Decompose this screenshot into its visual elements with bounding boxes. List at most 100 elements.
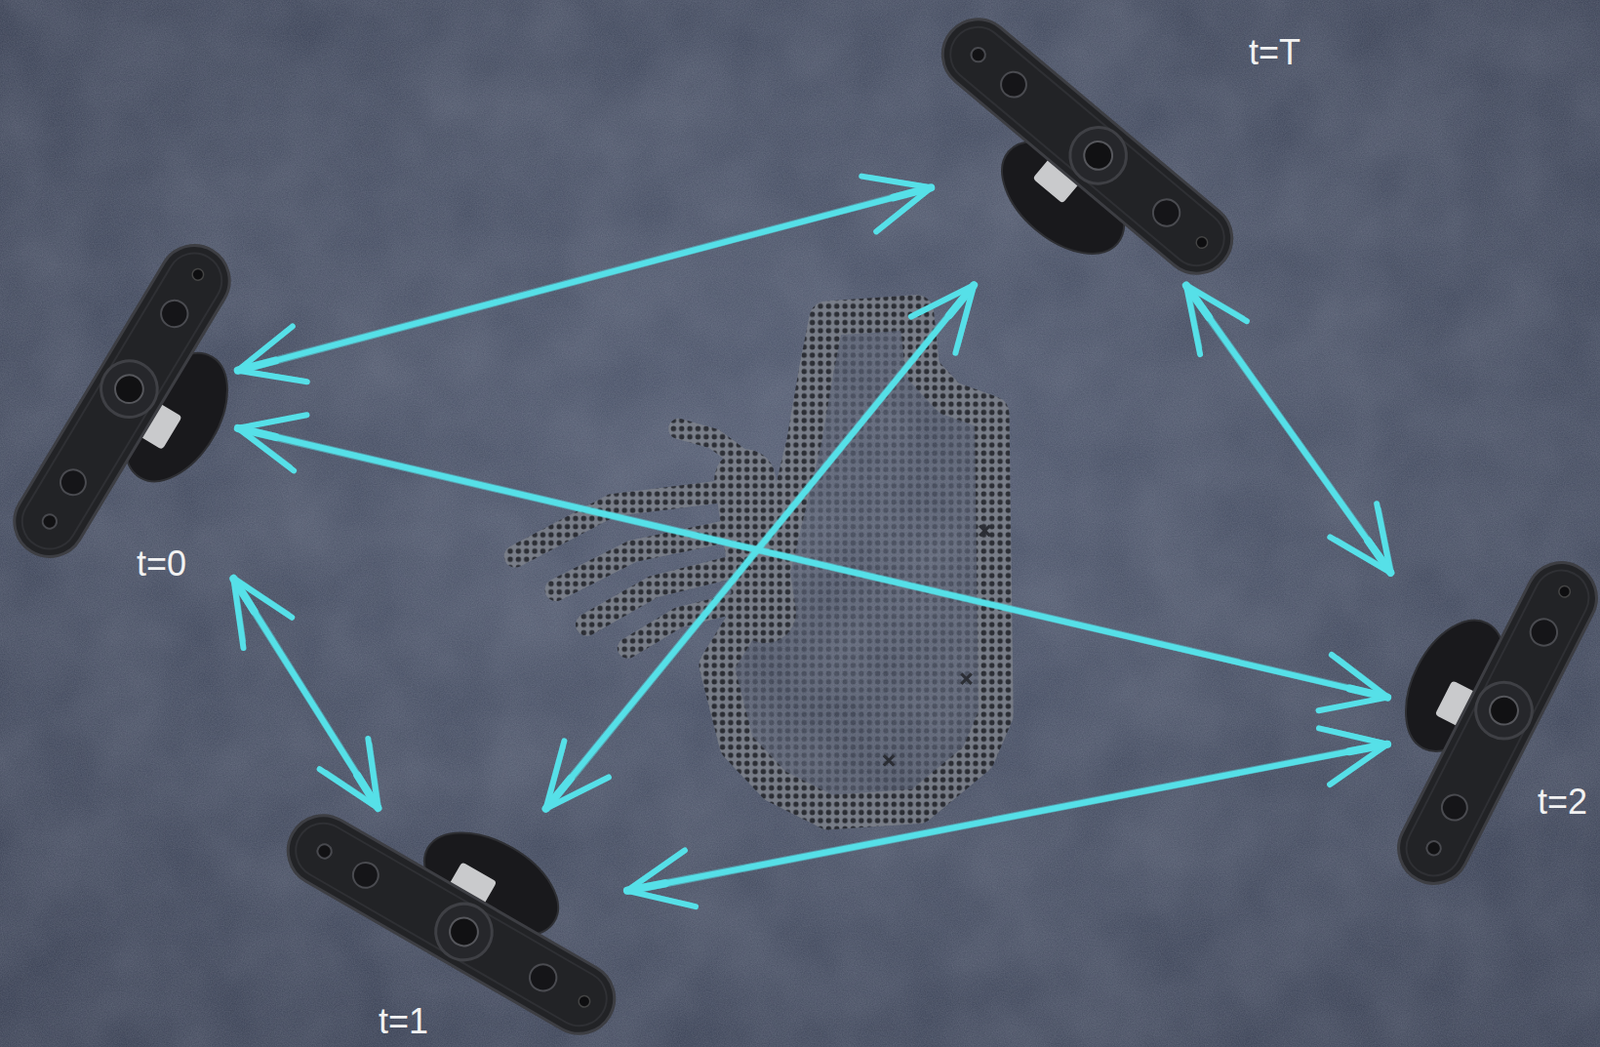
arrow-head-core [949,284,974,316]
arrow-head-sketch [240,369,304,381]
hand-silhouette [515,428,765,648]
camera-lens [524,959,561,996]
arrow-head [546,740,565,809]
camera-sensor [190,266,206,282]
arrow-shaft-sketch [1188,283,1394,571]
arrow-head [1376,503,1391,573]
arrow-head-sketch [918,283,976,314]
arrow-head-core [357,774,378,808]
arrow-head [1186,285,1247,322]
arrow-shaft-sketch [239,189,932,373]
camera-lens [444,912,483,951]
arrow-head-core [1367,540,1391,573]
camera-housing [275,802,628,1047]
arrow-head [238,370,308,383]
arrow-head [911,284,974,317]
arrow-head-sketch [1336,743,1390,781]
camera-lens [1484,691,1523,730]
camera-housing [1386,550,1600,895]
arrow-shaft [546,284,975,809]
camera-sensor [1194,234,1210,250]
camera-rim [285,813,617,1037]
camera-rim [939,15,1236,277]
arrow-head-sketch [629,889,692,905]
marker-crosses [740,525,990,766]
arrow-head-core [1186,285,1209,319]
arrow-head-sketch [548,778,606,808]
camera-lens [1525,614,1562,651]
arrow-head-core [1349,744,1388,753]
arrow-head [1331,654,1388,698]
arrow-head-sketch [629,852,682,890]
sketch-double-arrow [626,727,1390,907]
arrow-head [1319,697,1389,712]
camera-lens-ring [1466,672,1542,748]
arrow-shaft-sketch [231,579,377,809]
arrow-head [861,176,931,189]
sketch-double-arrow [237,414,1390,711]
arrow-head-core [1349,688,1388,698]
arrow-head-sketch [1379,508,1393,572]
arrow-head [238,414,308,429]
camera-lens [315,841,335,862]
arrow-shaft-sketch [237,184,931,367]
arrow-head [238,326,293,371]
arrow-head-sketch [240,427,291,467]
arrow-head [367,738,378,808]
arrow-head-sketch [240,328,290,369]
arrow-shaft [627,744,1388,891]
camera-lens [968,44,989,65]
camera-lens [55,465,91,501]
arrow-head [233,578,292,618]
arrow-head-sketch [1325,696,1390,710]
camera-body-group [888,4,1247,335]
camera-housing [928,4,1247,288]
cross [883,755,894,765]
camera-lens-ring [1058,116,1138,196]
camera-sensor [1557,584,1572,600]
sketch-double-arrow [237,176,933,383]
arrow-head-sketch [869,176,933,188]
arrow-head [238,428,294,472]
arrow-shaft [233,578,378,808]
arrow-head-core [238,428,277,438]
arrow-head-sketch [326,771,381,808]
arrow-head-core [546,778,571,809]
arrow-head-sketch [240,414,304,428]
arrow-shaft-sketch [627,746,1388,894]
arrow-head-sketch [235,577,244,641]
camera-lens [1437,790,1472,825]
arrow-shaft-sketch [237,431,1388,700]
arrow-head-sketch [548,745,565,808]
arrow-head [546,777,609,809]
arrow-shaft [238,428,1388,698]
camera-sensor [576,993,593,1009]
camera-lens [110,369,150,409]
camera-lens [1424,839,1443,858]
sketch-double-arrow [231,576,381,809]
arrow-head [1329,536,1391,573]
arrow-shaft [1186,285,1392,573]
camera-housing [0,232,242,570]
arrow-head [1319,727,1388,744]
camera-node: t=2 [1395,552,1600,894]
camera-rim [11,242,232,560]
arrow-head-core [893,187,932,198]
sketch-double-arrow [543,282,976,810]
time-label: t=1 [378,1001,429,1041]
arrow-shaft-sketch [548,286,976,811]
depth-camera [1395,552,1600,894]
arrow-head-sketch [1326,728,1390,744]
arrow-head-sketch [235,577,289,614]
camera-rim [1397,560,1599,885]
camera-body-group [1331,522,1600,896]
cross [979,525,990,536]
camera-body-group [275,749,658,1047]
arrow-head [320,768,379,808]
